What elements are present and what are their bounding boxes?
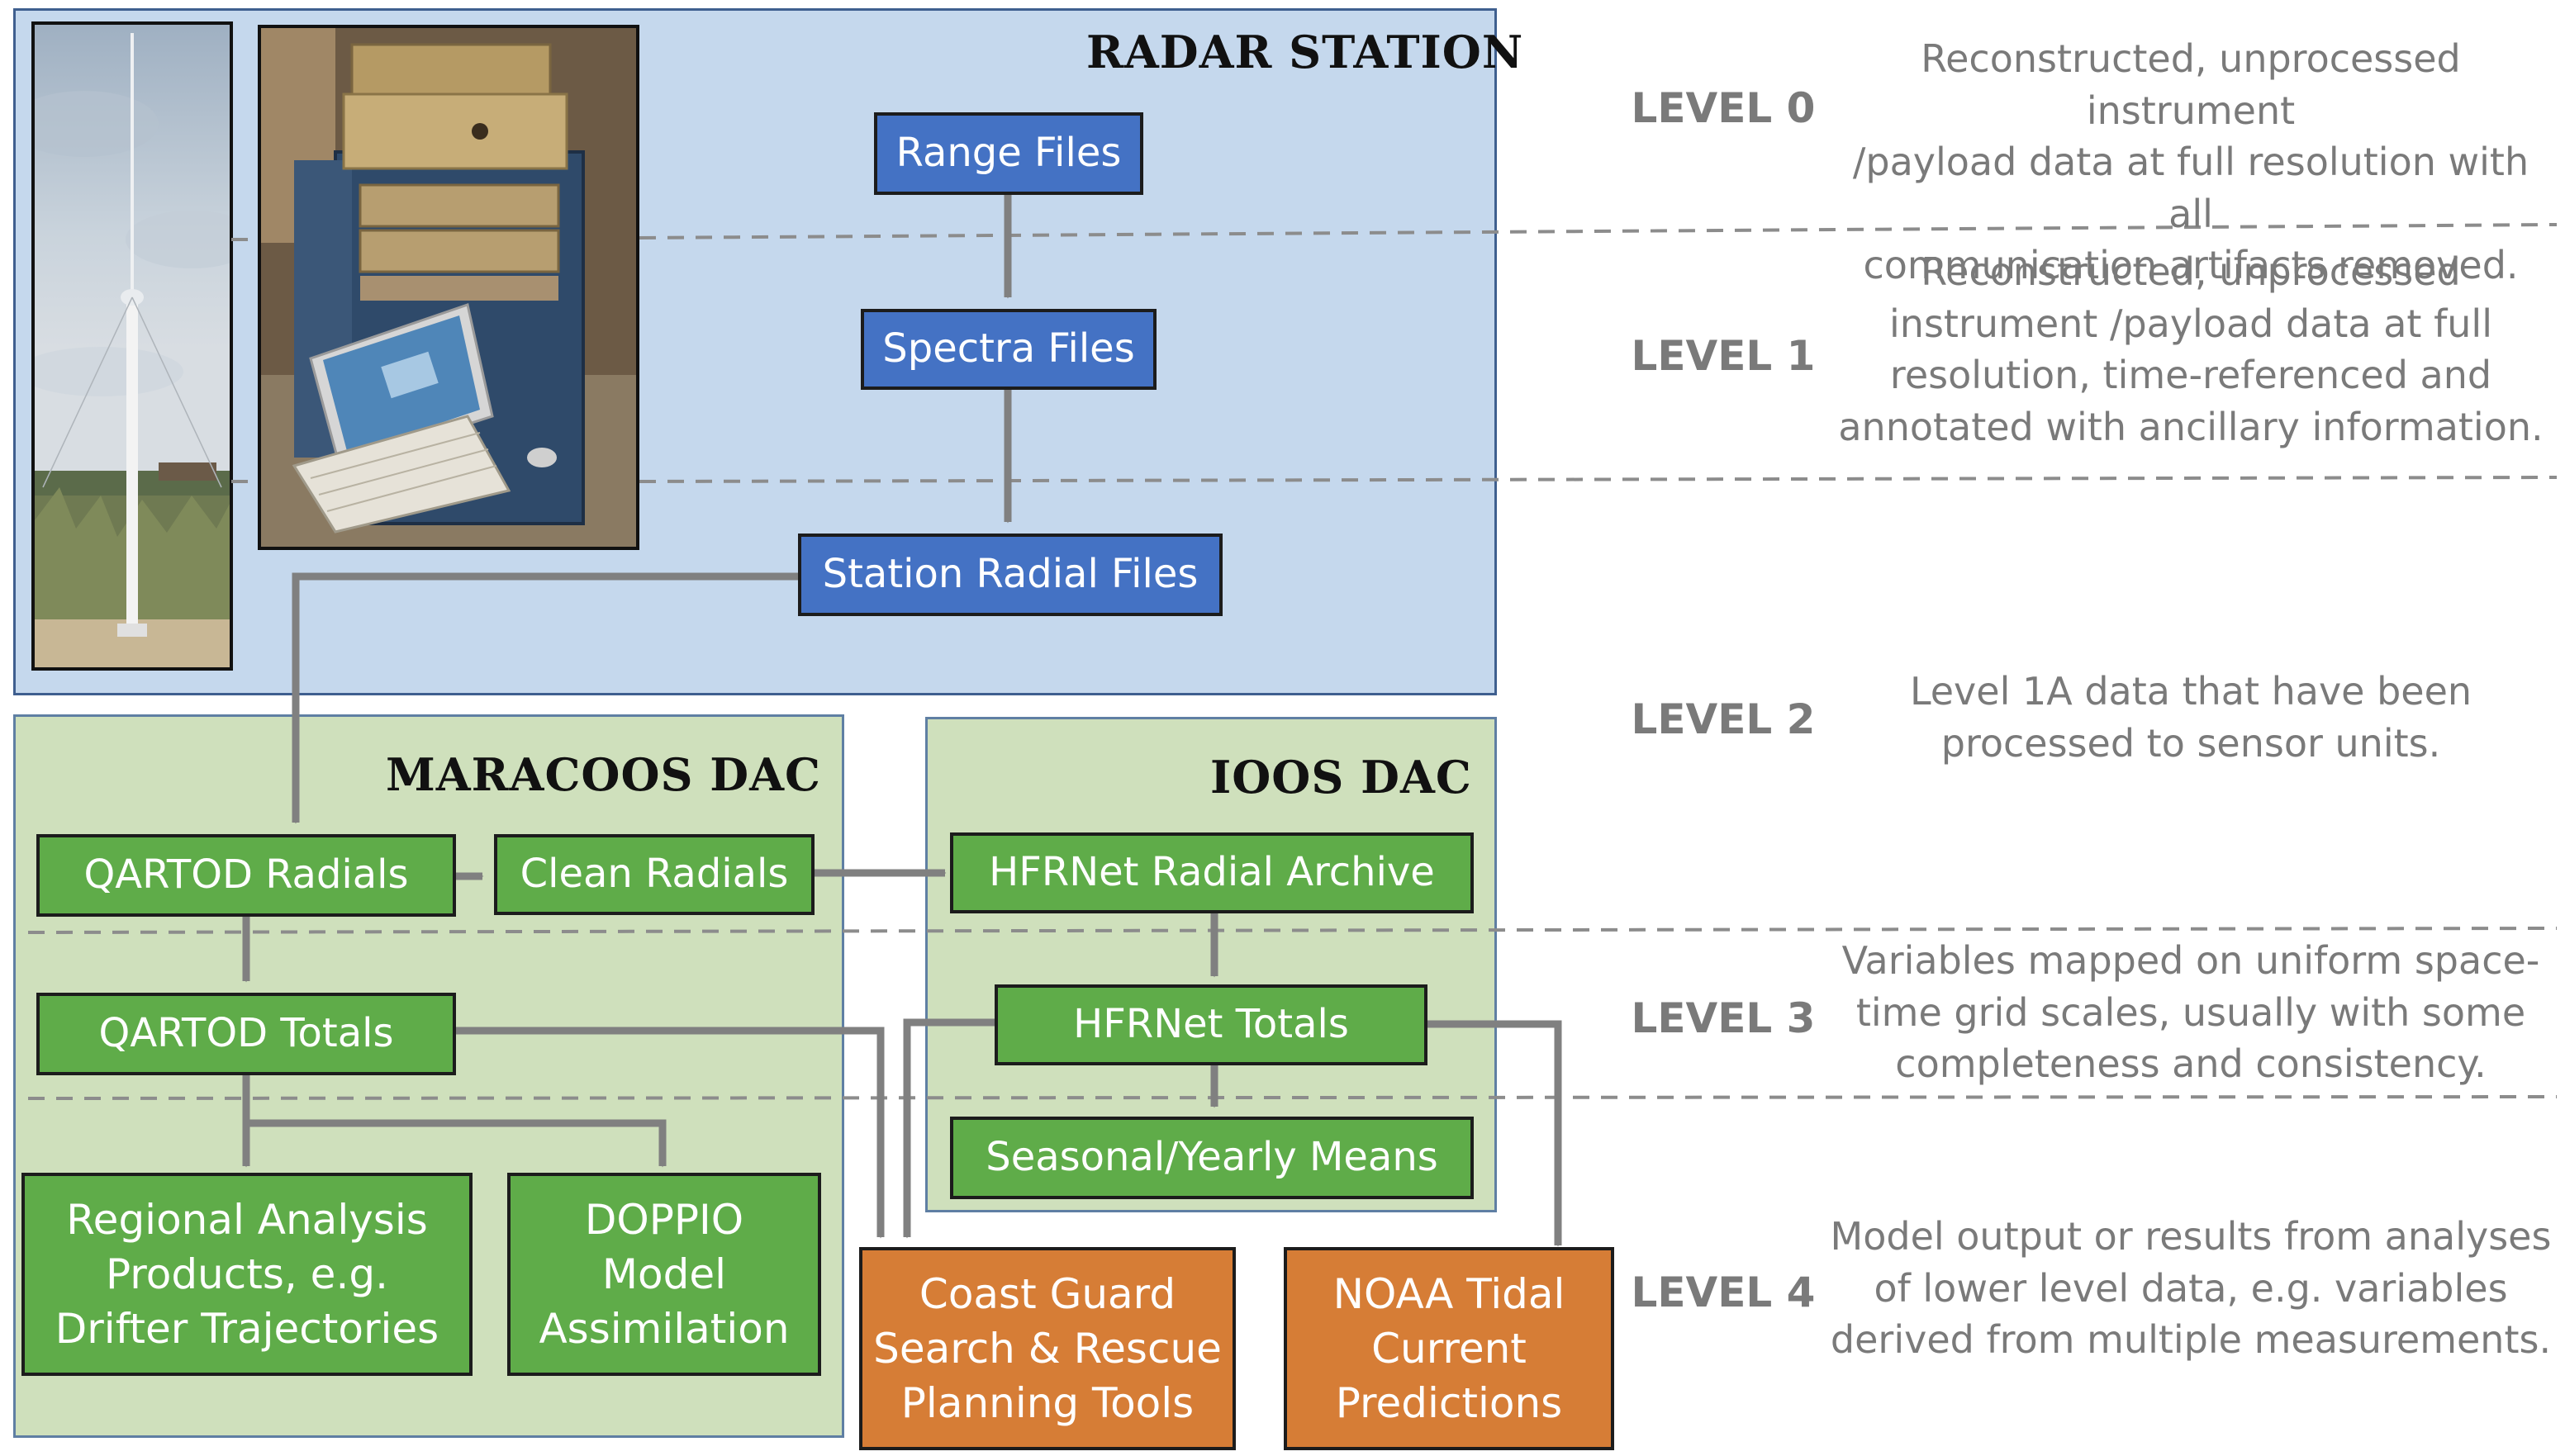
qartod-radials-box: QARTOD Radials	[36, 834, 456, 917]
hfrnet-totals-box: HFRNet Totals	[995, 984, 1427, 1065]
electronics-cabinet-illustration	[261, 28, 636, 547]
level-2-label: LEVEL 2	[1631, 695, 1816, 743]
level-dividers	[27, 223, 2558, 1100]
level-2-description: Level 1A data that have been processed t…	[1909, 669, 2472, 766]
radar-antenna-photo	[31, 21, 233, 671]
arrow-station-radial-to-qartod-radials	[292, 572, 800, 824]
level-0-label: LEVEL 0	[1631, 84, 1816, 132]
spectra-files-label: Spectra Files	[882, 325, 1135, 372]
coast-guard-label: Coast Guard Search & Rescue Planning Too…	[873, 1270, 1222, 1427]
station-radial-files-label: Station Radial Files	[822, 551, 1199, 598]
arrow-qartod-totals-to-doppio	[246, 1119, 667, 1168]
qartod-totals-box: QARTOD Totals	[36, 993, 456, 1075]
qartod-radials-label: QARTOD Radials	[83, 851, 409, 899]
clean-radials-box: Clean Radials	[494, 834, 815, 915]
level-3-description: Variables mapped on uniform space- time …	[1841, 938, 2540, 1087]
level-1-2-divider	[639, 476, 2558, 483]
radar-station-title: RADAR STATION	[1086, 26, 1524, 78]
seasonal-yearly-means-box: Seasonal/Yearly Means	[950, 1117, 1474, 1199]
noaa-tidal-label: NOAA Tidal Current Predictions	[1332, 1270, 1565, 1427]
clean-radials-label: Clean Radials	[520, 851, 789, 898]
hfrnet-radial-archive-label: HFRNet Radial Archive	[989, 849, 1435, 896]
level-3-label: LEVEL 3	[1631, 994, 1816, 1042]
ioos-dac-title: IOOS DAC	[1210, 751, 1472, 804]
range-files-box: Range Files	[874, 112, 1143, 195]
radar-antenna-illustration	[35, 25, 230, 667]
hfrnet-radial-archive-box: HFRNet Radial Archive	[950, 832, 1474, 913]
arrow-hfrnet-totals-to-coast-guard	[903, 1018, 995, 1239]
level-0-description: Reconstructed, unprocessed instrument /p…	[1852, 36, 2529, 288]
hfrnet-totals-label: HFRNet Totals	[1073, 1001, 1349, 1048]
arrow-hfrnet-totals-to-noaa	[1427, 1020, 1562, 1247]
seasonal-yearly-means-label: Seasonal/Yearly Means	[986, 1134, 1438, 1181]
doppio-box: DOPPIO Model Assimilation	[507, 1173, 821, 1376]
regional-analysis-label: Regional Analysis Products, e.g. Drifter…	[55, 1196, 439, 1353]
range-files-label: Range Files	[895, 130, 1122, 177]
level-3-4-divider	[27, 1095, 2558, 1100]
station-radial-files-box: Station Radial Files	[798, 534, 1223, 616]
doppio-label: DOPPIO Model Assimilation	[539, 1196, 790, 1353]
arrow-qartod-totals-to-coast-guard	[456, 1027, 885, 1239]
level-4-label: LEVEL 4	[1631, 1269, 1816, 1316]
level-2-3-divider	[27, 927, 2558, 934]
level-4-description: Model output or results from analyses of…	[1830, 1214, 2552, 1363]
flow-arrows	[242, 195, 1562, 1247]
coast-guard-box: Coast Guard Search & Rescue Planning Too…	[859, 1247, 1236, 1450]
maracoos-dac-title: MARACOOS DAC	[386, 748, 822, 801]
regional-analysis-box: Regional Analysis Products, e.g. Drifter…	[21, 1173, 473, 1376]
qartod-totals-label: QARTOD Totals	[98, 1010, 394, 1057]
noaa-tidal-box: NOAA Tidal Current Predictions	[1284, 1247, 1614, 1450]
radar-electronics-cabinet-photo	[258, 25, 639, 550]
level-1-description: Reconstructed, unprocessed instrument /p…	[1838, 249, 2544, 449]
spectra-files-box: Spectra Files	[861, 309, 1157, 390]
level-1-label: LEVEL 1	[1631, 332, 1816, 380]
level-0-1-divider	[639, 223, 2558, 240]
